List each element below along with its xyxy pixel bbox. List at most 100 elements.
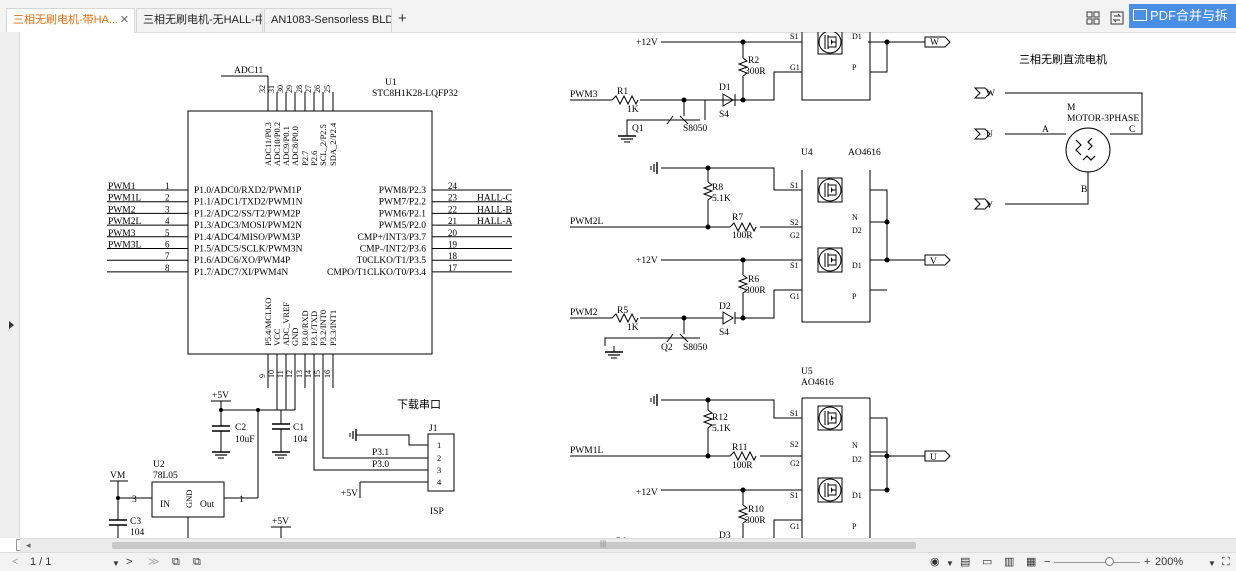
two-page-view-icon[interactable]: ▥ bbox=[1004, 556, 1015, 568]
plus5v-label-1: +5V bbox=[212, 391, 229, 401]
net-pwm1l: PWM1L bbox=[570, 446, 603, 456]
next-page-icon[interactable]: > bbox=[126, 556, 133, 568]
view-dropdown-icon[interactable]: ▼ bbox=[946, 559, 954, 568]
u4-pin-d1: D1 bbox=[852, 261, 862, 270]
r1-ref: R1 bbox=[617, 87, 628, 97]
motor-pin-c: C bbox=[1129, 125, 1135, 135]
u1-left-pin-number: 7 bbox=[165, 251, 170, 261]
tab-bar: 三相无刷电机-带HA... ✕ 三相无刷电机-无HALL-中... AN1083… bbox=[0, 0, 1236, 33]
r10-ref: R10 bbox=[748, 505, 764, 515]
u1-bottom-pin-name: P3.1/TXD bbox=[309, 311, 319, 346]
u4-pin-g1: G1 bbox=[790, 292, 800, 301]
fullscreen-icon[interactable]: ⛶ bbox=[1222, 556, 1230, 568]
c2-ref: C2 bbox=[235, 423, 246, 433]
motor-net-v: V bbox=[986, 201, 993, 211]
r9-ref: R9 bbox=[616, 537, 627, 538]
u1-bottom-pin-name: P3.0/RXD bbox=[300, 310, 310, 346]
plus12v-1: +12V bbox=[636, 38, 658, 48]
u2-pin3: 3 bbox=[132, 495, 137, 505]
motor-net-w: W bbox=[986, 89, 995, 99]
c1-ref: C1 bbox=[293, 423, 304, 433]
u1-bottom-pin-name: GND bbox=[290, 328, 300, 346]
u1-bottom-pin-number: 16 bbox=[323, 370, 332, 378]
tab-label: AN1083-Sensorless BLDC ... bbox=[271, 14, 391, 26]
r11-ref: R11 bbox=[732, 443, 748, 453]
single-page-view-icon[interactable]: ▤ bbox=[960, 556, 971, 568]
page-dropdown-icon[interactable]: ▼ bbox=[112, 559, 120, 568]
expand-panel-arrow-icon[interactable] bbox=[9, 321, 14, 329]
u1-right-pin-name: CMP+/INT3/P3.7 bbox=[358, 233, 427, 243]
isp-name: ISP bbox=[430, 507, 444, 517]
tab-document-3[interactable]: AN1083-Sensorless BLDC ... bbox=[264, 8, 392, 32]
u1-bottom-pin-name: P5.4/MCLKO bbox=[263, 298, 273, 346]
motor-net-u: U bbox=[986, 130, 993, 140]
u1-left-pin-name: P1.0/ADC0/RXD2/PWM1P bbox=[194, 186, 301, 196]
vm-label: VM bbox=[110, 471, 126, 481]
u1-top-pin-name: ADC9/P0.1 bbox=[281, 126, 291, 166]
zoom-in-icon[interactable]: + bbox=[1144, 556, 1151, 568]
tab-document-1[interactable]: 三相无刷电机-带HA... ✕ bbox=[6, 8, 135, 33]
grid-view-icon[interactable] bbox=[1086, 11, 1100, 25]
u1-left-net: PWM1L bbox=[108, 194, 141, 204]
copy-page-icon[interactable]: ⧉ bbox=[172, 556, 180, 568]
j1-pin3: 3 bbox=[437, 465, 441, 475]
u1-mcu: U1 STC8H1K28-LQFP32 ADC11 32ADC11/P0.331… bbox=[107, 66, 512, 388]
d2-ref: D2 bbox=[719, 302, 731, 312]
u1-left-pin-name: P1.5/ADC5/SCLK/PWM3N bbox=[194, 245, 303, 255]
r1-value: 1K bbox=[627, 105, 639, 115]
u1-left-pin-number: 1 bbox=[165, 181, 170, 191]
motor-pin-b: B bbox=[1081, 185, 1087, 195]
u1-top-pin-name: ADC11/P0.3 bbox=[263, 122, 273, 166]
book-view-icon[interactable]: ▦ bbox=[1026, 556, 1037, 568]
u1-right-pin-name: PWM6/P2.1 bbox=[379, 209, 426, 219]
pdf-merge-split-button[interactable]: PDF合并与拆 bbox=[1129, 4, 1236, 28]
last-page-icon[interactable]: ≫ bbox=[148, 556, 160, 568]
scroll-grip-icon: ||| bbox=[600, 539, 607, 548]
u1-left-pin-name: P1.2/ADC2/SS/T2/PWM2P bbox=[194, 209, 300, 219]
horizontal-scrollbar[interactable]: ◂ ||| bbox=[20, 538, 1236, 552]
net-pwm3: PWM3 bbox=[570, 90, 598, 100]
isp-header: 下载串口 J1 1 2 3 4 ISP P3.1 P3.0 +5V bbox=[313, 388, 455, 517]
isp-net-p31: P3.1 bbox=[372, 448, 389, 458]
u5-pin-p: P bbox=[852, 522, 857, 531]
u2-pin1: 1 bbox=[239, 495, 244, 505]
eye-view-icon[interactable]: ◉ bbox=[930, 556, 940, 568]
zoom-out-icon[interactable]: − bbox=[1044, 556, 1051, 568]
status-bar: < 1 / 1 ▼ > ≫ ⧉ ⧉ ◉ ▼ ▤ ▭ ▥ ▦ − + 200% ▼… bbox=[0, 552, 1236, 571]
u1-left-pin-name: P1.7/ADC7/XI/PWM4N bbox=[194, 268, 288, 278]
tab-document-2[interactable]: 三相无刷电机-无HALL-中... bbox=[136, 8, 263, 32]
r12-value: 5.1K bbox=[712, 424, 731, 434]
u5-ref: U5 bbox=[801, 367, 813, 377]
scrollbar-thumb[interactable]: ||| bbox=[112, 539, 916, 549]
u1-right-pin-number: 19 bbox=[448, 240, 458, 250]
u1-left-net: PWM2 bbox=[108, 205, 136, 215]
zoom-dropdown-icon[interactable]: ▼ bbox=[1208, 559, 1216, 568]
new-tab-plus-icon[interactable]: + bbox=[398, 10, 407, 27]
zoom-slider[interactable] bbox=[1054, 562, 1140, 563]
u4-pin-s1b: S1 bbox=[790, 261, 798, 270]
u5-pin-n: N bbox=[852, 441, 858, 450]
page-indicator[interactable]: 1 / 1 bbox=[30, 556, 52, 568]
q1-part: S8050 bbox=[683, 124, 708, 134]
zoom-level[interactable]: 200% bbox=[1155, 556, 1184, 568]
zoom-slider-knob[interactable] bbox=[1105, 557, 1114, 566]
close-tab-icon[interactable]: ✕ bbox=[119, 14, 129, 26]
r8-ref: R8 bbox=[712, 183, 723, 193]
u1-bottom-pin-name: P3.3/INT1 bbox=[328, 310, 338, 346]
u5-pin-d1: D1 bbox=[852, 491, 862, 500]
j1-pin1: 1 bbox=[437, 440, 441, 450]
u1-left-pin-name: P1.6/ADC6/XO/PWM4P bbox=[194, 256, 290, 266]
q2-part: S8050 bbox=[683, 343, 708, 353]
first-page-icon[interactable]: < bbox=[12, 556, 19, 568]
continuous-view-icon[interactable]: ▭ bbox=[982, 556, 993, 568]
duplicate-view-icon[interactable]: ⧉ bbox=[193, 556, 201, 568]
u5-pin-g1: G1 bbox=[790, 522, 800, 531]
u4-pin-d2: D2 bbox=[852, 226, 862, 235]
u5-pin-s1b: S1 bbox=[790, 491, 798, 500]
scroll-left-arrow-icon[interactable]: ◂ bbox=[26, 540, 31, 550]
sync-icon[interactable] bbox=[1110, 11, 1125, 25]
c1-value: 104 bbox=[293, 435, 308, 445]
u1-top-pin-number: 30 bbox=[276, 85, 285, 93]
u5-pin-s1: S1 bbox=[790, 409, 798, 418]
u1-right-pin-name: T0CLKO/T1/P3.5 bbox=[357, 256, 427, 266]
